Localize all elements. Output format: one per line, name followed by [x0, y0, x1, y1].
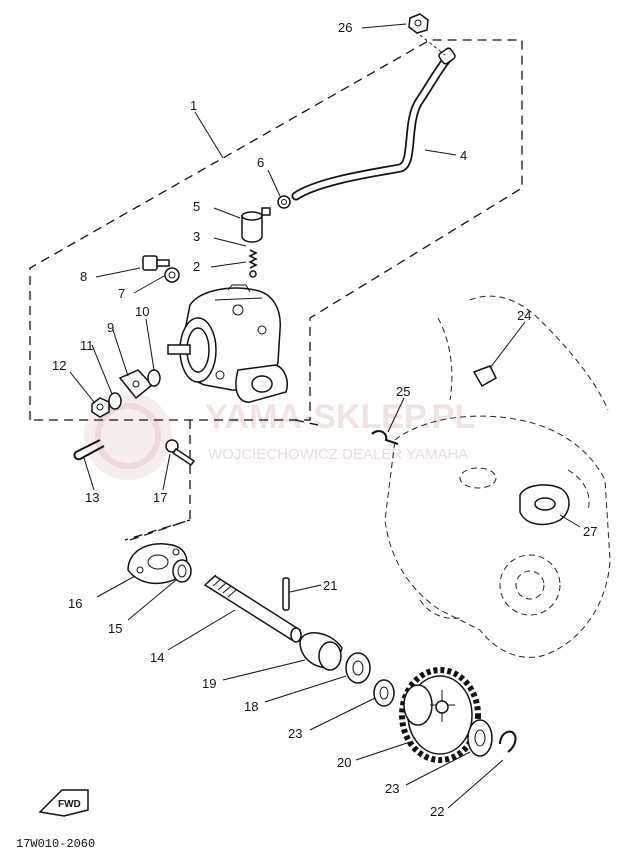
- callout-23-b: 23: [385, 781, 399, 796]
- pump-drive-shaft-part-14: [203, 574, 302, 643]
- shaft-link-line: [129, 519, 191, 541]
- callout-12: 12: [52, 358, 66, 373]
- callout-23-a: 23: [288, 726, 302, 741]
- watermark-title: YAMA-SKLEP.PL: [205, 398, 475, 436]
- callout-27: 26: [338, 20, 352, 35]
- callout-4: 4: [460, 148, 467, 163]
- watermark: YAMA-SKLEP.PL WOJCIECHOWICZ DEALER YAMAH…: [84, 392, 475, 480]
- washer-part-10: [147, 369, 161, 387]
- callout-16: 16: [68, 596, 82, 611]
- callout-2: 2: [193, 259, 200, 274]
- callout-15: 15: [108, 621, 122, 636]
- collar-part-19: [299, 632, 343, 671]
- clip-part-26: [371, 430, 399, 445]
- callout-3: 3: [193, 229, 200, 244]
- oil-pump-body: [167, 284, 288, 403]
- callout-19: 19: [202, 676, 216, 691]
- washer-part-23-b: [467, 719, 493, 757]
- spring-part-2: [248, 249, 258, 269]
- callout-18: 18: [244, 699, 258, 714]
- callout-1: 1: [190, 98, 197, 113]
- watermark-subtitle: WOJCIECHOWICZ DEALER YAMAHA: [208, 446, 468, 463]
- fitting-part-25: [472, 365, 497, 388]
- pin-part-21: [282, 577, 290, 611]
- nut-part-12: [91, 397, 110, 418]
- engine-case-link: [124, 419, 319, 541]
- forward-arrow-icon: FWD: [38, 789, 89, 817]
- fwd-label: FWD: [58, 799, 81, 810]
- screw-part-17: [165, 439, 196, 467]
- nut-part-27: [408, 13, 429, 34]
- callout-20: 20: [337, 755, 351, 770]
- callout-24: 27: [583, 524, 597, 539]
- callout-21: 21: [323, 578, 337, 593]
- o-ring-part-15: [172, 559, 192, 583]
- clip-part-13: [73, 439, 105, 461]
- washer-part-11: [108, 392, 122, 410]
- grommet-part-24: [519, 484, 570, 526]
- hose-clip-part-6: [277, 195, 291, 209]
- callout-9: 9: [107, 320, 114, 335]
- callout-13: 13: [85, 490, 99, 505]
- callout-17: 17: [153, 490, 167, 505]
- callout-6: 6: [257, 155, 264, 170]
- callout-22: 22: [430, 804, 444, 819]
- callout-11: 11: [80, 338, 94, 353]
- engine-crankcase: [384, 295, 611, 658]
- callout-8: 8: [80, 269, 87, 284]
- assembly-boundary: [29, 39, 523, 421]
- gasket-part-16: [127, 543, 188, 585]
- callout-25: 24: [517, 308, 531, 323]
- callout-7: 7: [118, 286, 125, 301]
- washer-part-18: [345, 652, 371, 684]
- callout-26: 25: [396, 384, 410, 399]
- callout-10: 10: [135, 304, 149, 319]
- circlip-part-22: [499, 730, 517, 753]
- washer-part-23-a: [373, 679, 395, 707]
- callout-labels: 26 1 4 6 5 3 2 8 7 10 9 11 12 13 17 16 1…: [52, 20, 597, 819]
- banjo-bolt-part-5: [241, 207, 271, 243]
- diagram-code: 17W010-2060: [16, 837, 95, 851]
- leader-lines: [69, 23, 581, 809]
- bolt-part-8: [142, 255, 170, 271]
- callout-5: 5: [193, 199, 200, 214]
- washer-part-7: [164, 267, 180, 283]
- callout-14: 14: [150, 650, 164, 665]
- pump-drive-gear-part-20: [399, 667, 481, 763]
